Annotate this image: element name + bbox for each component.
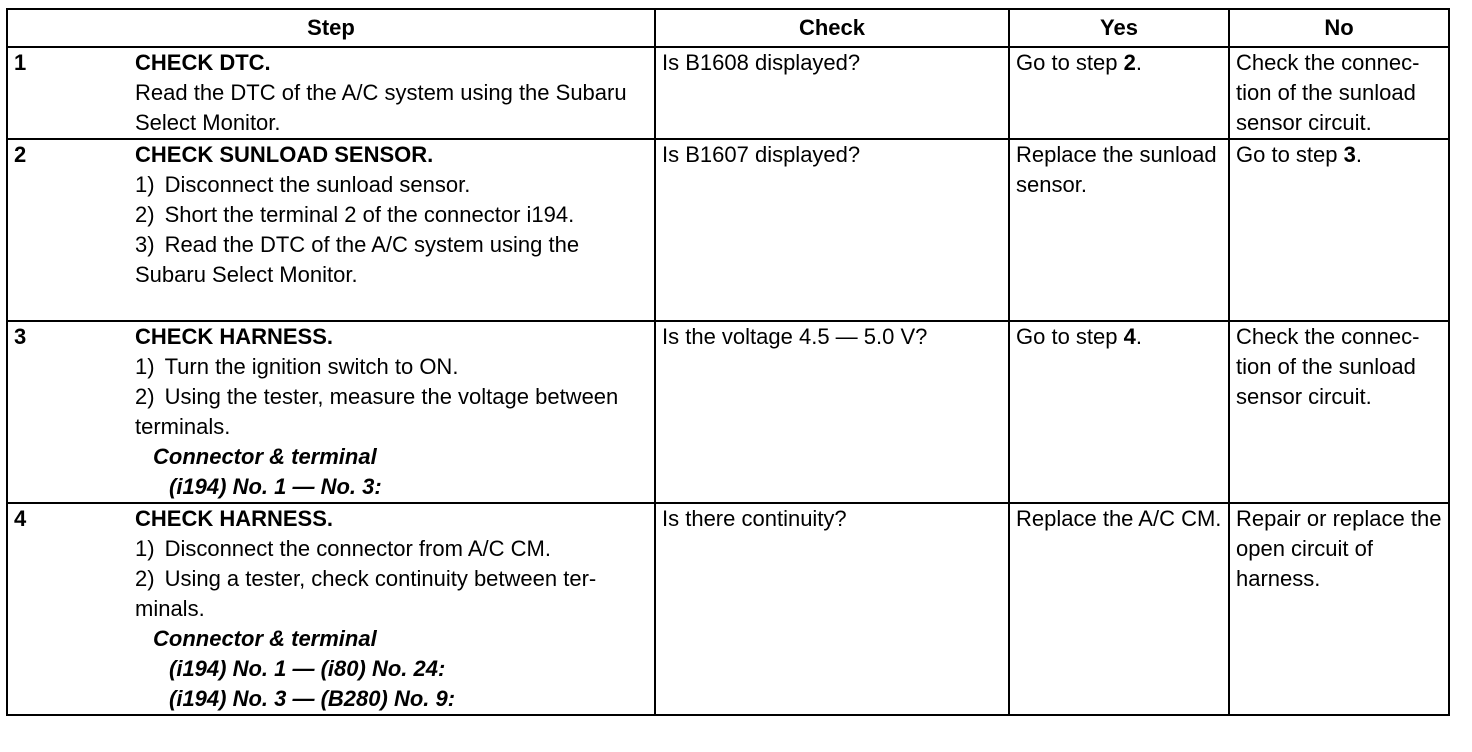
sub-item: 1) Disconnect the connector from A/C CM. — [135, 534, 650, 564]
yes-step-ref: 2 — [1123, 50, 1136, 75]
yes-cell: Replace the sun­load sensor. — [1008, 138, 1230, 322]
yes-text: Go to step — [1016, 324, 1124, 349]
sub-item-number: 1) — [135, 536, 155, 561]
sub-item: 1) Disconnect the sunload sensor. — [135, 170, 650, 200]
sub-item: 2)Using a tester, check continuity betwe… — [135, 564, 650, 624]
step-text: Read the DTC of the A/C system using the… — [135, 80, 627, 135]
table-row: 4 CHECK HARNESS. 1) Disconnect the connec… — [6, 502, 1450, 716]
step-title: CHECK DTC. — [135, 50, 271, 75]
sub-item-text: Read the DTC of the A/C system using the… — [135, 232, 580, 287]
spec-title: Connector & terminal — [153, 444, 377, 469]
yes-cell: Go to step 2. — [1008, 46, 1230, 140]
sub-item-number: 2) — [135, 384, 155, 409]
check-cell: Is the voltage 4.5 — 5.0 V? — [654, 320, 1010, 504]
sub-item-text: Using a tester, check continuity between… — [135, 566, 597, 621]
spec-line: (i194) No. 1 — No. 3: — [169, 474, 382, 499]
no-cell: Check the connec­tion of the sunload sen… — [1228, 320, 1450, 504]
yes-cell: Go to step 4. — [1008, 320, 1230, 504]
step-number: 4 — [6, 502, 129, 716]
sub-item-number: 3) — [135, 232, 155, 257]
yes-cell: Replace the A/C CM. — [1008, 502, 1230, 716]
sub-item: 3)Read the DTC of the A/C system using t… — [135, 230, 650, 290]
header-row: Step Check Yes No — [6, 8, 1450, 48]
step-title: CHECK HARNESS. — [135, 324, 334, 349]
step-description: CHECK HARNESS. 1) Disconnect the connecto… — [129, 502, 656, 716]
table-row: 2 CHECK SUNLOAD SENSOR. 1) Disconnect the… — [6, 138, 1450, 322]
no-cell: Go to step 3. — [1228, 138, 1450, 322]
check-cell: Is there continuity? — [654, 502, 1010, 716]
spec-title: Connector & terminal — [153, 626, 377, 651]
step-title: CHECK HARNESS. — [135, 506, 334, 531]
step-description: CHECK HARNESS. 1) Turn the ignition switc… — [129, 320, 656, 504]
sub-item-text: Short the terminal 2 of the connector i1… — [164, 202, 575, 227]
diagnostic-procedure-table: Step Check Yes No 1 CHECK DTC. Read the … — [6, 8, 1450, 716]
no-cell: Check the connec­tion of the sunload sen… — [1228, 46, 1450, 140]
table-row: 1 CHECK DTC. Read the DTC of the A/C sys… — [6, 46, 1450, 140]
step-number: 1 — [6, 46, 129, 140]
spec-line: (i194) No. 3 — (B280) No. 9: — [169, 686, 456, 711]
header-yes: Yes — [1008, 8, 1230, 48]
sub-item: 1) Turn the ignition switch to ON. — [135, 352, 650, 382]
sub-item-text: Turn the ignition switch to ON. — [164, 354, 459, 379]
sub-item-text: Disconnect the connector from A/C CM. — [164, 536, 551, 561]
yes-suffix: . — [1135, 324, 1142, 349]
yes-text: Go to step — [1016, 50, 1124, 75]
step-description: CHECK SUNLOAD SENSOR. 1) Disconnect the s… — [129, 138, 656, 322]
yes-step-ref: 4 — [1123, 324, 1136, 349]
step-description: CHECK DTC. Read the DTC of the A/C syste… — [129, 46, 656, 140]
step-number: 3 — [6, 320, 129, 504]
sub-item-number: 1) — [135, 354, 155, 379]
no-step-ref: 3 — [1343, 142, 1356, 167]
sub-item-number: 2) — [135, 566, 155, 591]
no-suffix: . — [1355, 142, 1362, 167]
sub-item-text: Using the tester, measure the voltage be… — [135, 384, 619, 439]
sub-item: 2) Short the terminal 2 of the connector … — [135, 200, 650, 230]
sub-item-number: 1) — [135, 172, 155, 197]
sub-item-text: Disconnect the sunload sensor. — [164, 172, 471, 197]
spec-line: (i194) No. 1 — (i80) No. 24: — [169, 656, 446, 681]
check-cell: Is B1607 displayed? — [654, 138, 1010, 322]
step-title: CHECK SUNLOAD SENSOR. — [135, 142, 434, 167]
yes-suffix: . — [1135, 50, 1142, 75]
check-cell: Is B1608 displayed? — [654, 46, 1010, 140]
no-cell: Repair or replace the open circuit of ha… — [1228, 502, 1450, 716]
step-number: 2 — [6, 138, 129, 322]
sub-item-number: 2) — [135, 202, 155, 227]
table-row: 3 CHECK HARNESS. 1) Turn the ignition swi… — [6, 320, 1450, 504]
sub-item: 2)Using the tester, measure the voltage … — [135, 382, 650, 442]
header-no: No — [1228, 8, 1450, 48]
header-check: Check — [654, 8, 1010, 48]
header-step: Step — [6, 8, 656, 48]
no-text: Go to step — [1236, 142, 1344, 167]
